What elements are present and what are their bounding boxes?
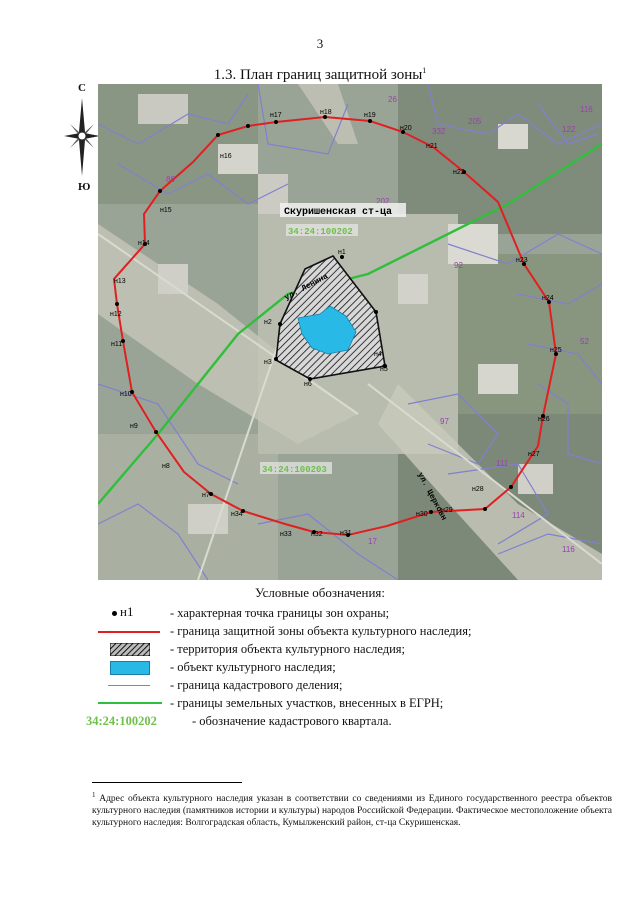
title-footnote-mark: 1 bbox=[422, 66, 427, 75]
page-number: 3 bbox=[316, 36, 324, 51]
svg-text:116: 116 bbox=[562, 545, 575, 554]
point-label: н2 bbox=[264, 319, 272, 326]
point-label: н20 bbox=[400, 125, 412, 132]
svg-text:34:24:100202: 34:24:100202 bbox=[288, 227, 353, 237]
page-title: 1.3. План границ защитной зоны1 bbox=[0, 66, 640, 84]
quarter-label-2: 34:24:100203 bbox=[260, 462, 332, 475]
point-label: н12 bbox=[110, 311, 122, 318]
svg-text:86: 86 bbox=[166, 175, 175, 184]
point-label: н19 bbox=[364, 112, 376, 119]
settlement-label-box: Скуришенская ст-ца bbox=[280, 203, 406, 218]
svg-text:205: 205 bbox=[468, 117, 482, 126]
point-label: н28 bbox=[472, 486, 484, 493]
svg-text:17: 17 bbox=[368, 537, 377, 546]
svg-text:34:24:100203: 34:24:100203 bbox=[262, 465, 327, 475]
point-label: н31 bbox=[340, 530, 352, 537]
legend-item-zone-boundary: - граница защитной зоны объекта культурн… bbox=[98, 624, 618, 640]
parcel-number-labels: 26 202 205 122 116 332 52 97 111 114 116… bbox=[166, 95, 593, 554]
svg-text:202: 202 bbox=[376, 197, 390, 206]
svg-text:26: 26 bbox=[388, 95, 397, 104]
road-lines bbox=[98, 233, 602, 580]
compass-star-icon bbox=[64, 98, 100, 176]
compass-south-label: Ю bbox=[78, 181, 91, 193]
point-symbol: н1 bbox=[98, 604, 168, 622]
point-label: н18 bbox=[320, 109, 332, 116]
point-label: н15 bbox=[160, 207, 172, 214]
legend-item-point: н1 - характерная точка границы зон охран… bbox=[98, 604, 618, 622]
blue-fill-symbol bbox=[98, 660, 168, 676]
footnote-mark: 1 bbox=[92, 791, 96, 799]
red-line-symbol bbox=[98, 624, 168, 640]
point-label: н6 bbox=[304, 381, 312, 388]
point-label: н14 bbox=[138, 240, 150, 247]
point-label: н24 bbox=[542, 295, 554, 302]
point-label: н21 bbox=[426, 143, 438, 150]
legend-item-cadastral-boundary: - граница кадастрового деления; bbox=[98, 678, 618, 694]
svg-text:116: 116 bbox=[580, 105, 593, 114]
title-text: 1.3. План границ защитной зоны bbox=[213, 67, 423, 83]
point-label: н33 bbox=[280, 531, 292, 538]
heritage-object bbox=[297, 305, 357, 355]
point-label: н26 bbox=[538, 416, 550, 423]
point-label: н1 bbox=[338, 249, 346, 256]
legend-item-quarter-code: 34:24:100202 - обозначение кадастрового … bbox=[86, 714, 392, 728]
point-label: н25 bbox=[550, 347, 562, 354]
legend-title: Условные обозначения: bbox=[254, 585, 386, 600]
point-label: н13 bbox=[114, 278, 126, 285]
point-label: н22 bbox=[453, 169, 465, 176]
legend-item-parcel-boundaries: - границы земельных участков, внесенных … bbox=[98, 696, 618, 712]
boundary-point-markers bbox=[115, 115, 558, 537]
compass-north-label: С bbox=[78, 82, 86, 94]
point-label: н17 bbox=[270, 112, 282, 119]
hatch-symbol bbox=[98, 642, 168, 658]
point-label: н9 bbox=[130, 423, 138, 430]
point-label: н30 bbox=[416, 511, 428, 518]
point-label: н32 bbox=[311, 531, 323, 538]
point-label: н27 bbox=[528, 451, 540, 458]
point-label: н16 bbox=[220, 153, 232, 160]
quarter-code-sample: 34:24:100202 bbox=[86, 714, 157, 728]
boundary-point-labels: н17 н18 н19 н20 н21 н22 н23 н24 н25 н26 … bbox=[110, 109, 562, 538]
green-line-symbol bbox=[98, 696, 168, 712]
point-label: н8 bbox=[162, 463, 170, 470]
point-label: н4 bbox=[374, 351, 382, 358]
quarter-label-1: 34:24:100202 bbox=[286, 224, 358, 237]
protection-zone-map: н17 н18 н19 н20 н21 н22 н23 н24 н25 н26 … bbox=[98, 84, 602, 580]
compass-rose: С Ю bbox=[62, 80, 102, 195]
point-label: н3 bbox=[264, 359, 272, 366]
svg-text:Скуришенская ст-ца: Скуришенская ст-ца bbox=[284, 207, 392, 218]
point-label: н29 bbox=[441, 507, 453, 514]
footnote-text: Адрес объекта культурного наследия указа… bbox=[92, 794, 612, 829]
svg-text:97: 97 bbox=[440, 417, 449, 426]
point-label: н5 bbox=[380, 366, 388, 373]
point-label: н23 bbox=[516, 257, 528, 264]
footnote-divider bbox=[92, 782, 242, 783]
point-label: н11 bbox=[111, 341, 122, 348]
svg-text:114: 114 bbox=[512, 511, 525, 520]
svg-text:122: 122 bbox=[562, 125, 576, 134]
point-label: н34 bbox=[231, 511, 243, 518]
point-label: н10 bbox=[120, 391, 132, 398]
svg-text:52: 52 bbox=[580, 337, 589, 346]
svg-text:332: 332 bbox=[432, 127, 446, 136]
svg-text:92: 92 bbox=[454, 261, 463, 270]
footnote: 1 Адрес объекта культурного наследия ука… bbox=[92, 789, 612, 829]
purple-line-symbol bbox=[98, 678, 168, 694]
zone-boundary bbox=[112, 115, 558, 537]
legend-item-heritage-object: - объект культурного наследия; bbox=[98, 660, 618, 676]
svg-text:111: 111 bbox=[496, 459, 509, 468]
point-label: н7 bbox=[202, 492, 210, 499]
legend-item-territory: - территория объекта культурного наследи… bbox=[98, 642, 618, 658]
